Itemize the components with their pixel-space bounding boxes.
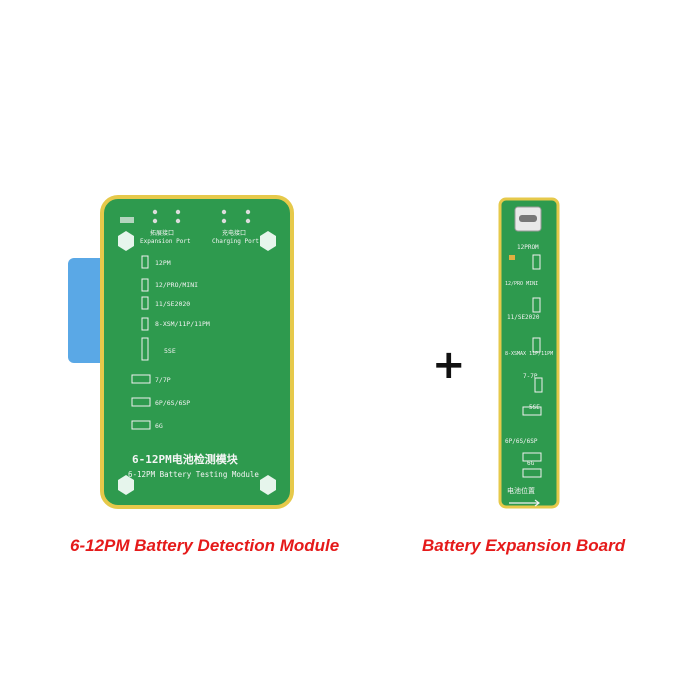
- slot-label-7-7p: 7/7P: [155, 376, 171, 384]
- slot-label-6g: 6G: [155, 422, 163, 430]
- charging-port-label: Charging Port: [212, 238, 259, 245]
- plus-sign: +: [432, 342, 466, 388]
- expansion-port-label-cn: 拓展接口: [150, 229, 174, 237]
- board-label-7-7p: 7-7P: [523, 373, 538, 380]
- board-label-5se: 5SE: [529, 404, 540, 411]
- module-title-cn: 6-12PM电池检测模块: [132, 452, 239, 466]
- slot-label-12pm: 12PM: [155, 259, 171, 267]
- slot-label-12-pro-mini: 12/PRO/MINI: [155, 281, 198, 289]
- board-label-8-xsmax: 8-XSMAX 11P/11PM: [505, 351, 553, 357]
- slot-label-11-se2020: 11/SE2020: [155, 300, 190, 308]
- slot-label-8-xsm: 8-XSM/11P/11PM: [155, 320, 210, 328]
- module-connectors: [131, 255, 151, 430]
- expansion-port-label: Expansion Port: [140, 238, 191, 245]
- arrow-right-icon: [509, 499, 540, 507]
- charging-port-label-cn: 充电接口: [222, 229, 246, 237]
- board-label-12prom: 12PROM: [517, 244, 539, 251]
- module-caption: 6-12PM Battery Detection Module: [70, 536, 340, 555]
- module-title-en: 6-12PM Battery Testing Module: [128, 470, 259, 479]
- slot-label-5se: 5SE: [164, 347, 176, 355]
- battery-detection-module: 拓展接口 Expansion Port 充电接口 Charging Port 1…: [68, 195, 294, 509]
- board-label-12-pro-mini: 12/PRO MINI: [505, 281, 538, 287]
- board-caption: Battery Expansion Board: [422, 536, 626, 555]
- board-label-6p: 6P/6S/6SP: [505, 438, 538, 445]
- board-label-battery-position: 电池位置: [507, 486, 535, 495]
- slot-label-6p: 6P/6S/6SP: [155, 399, 190, 407]
- board-label-6g: 6G: [527, 460, 535, 467]
- battery-expansion-board: 12PROM 12/PRO MINI 11/SE2020 8-XSMAX 11P…: [498, 197, 560, 509]
- board-pcb: [498, 197, 560, 509]
- board-label-11-se2020: 11/SE2020: [507, 314, 540, 321]
